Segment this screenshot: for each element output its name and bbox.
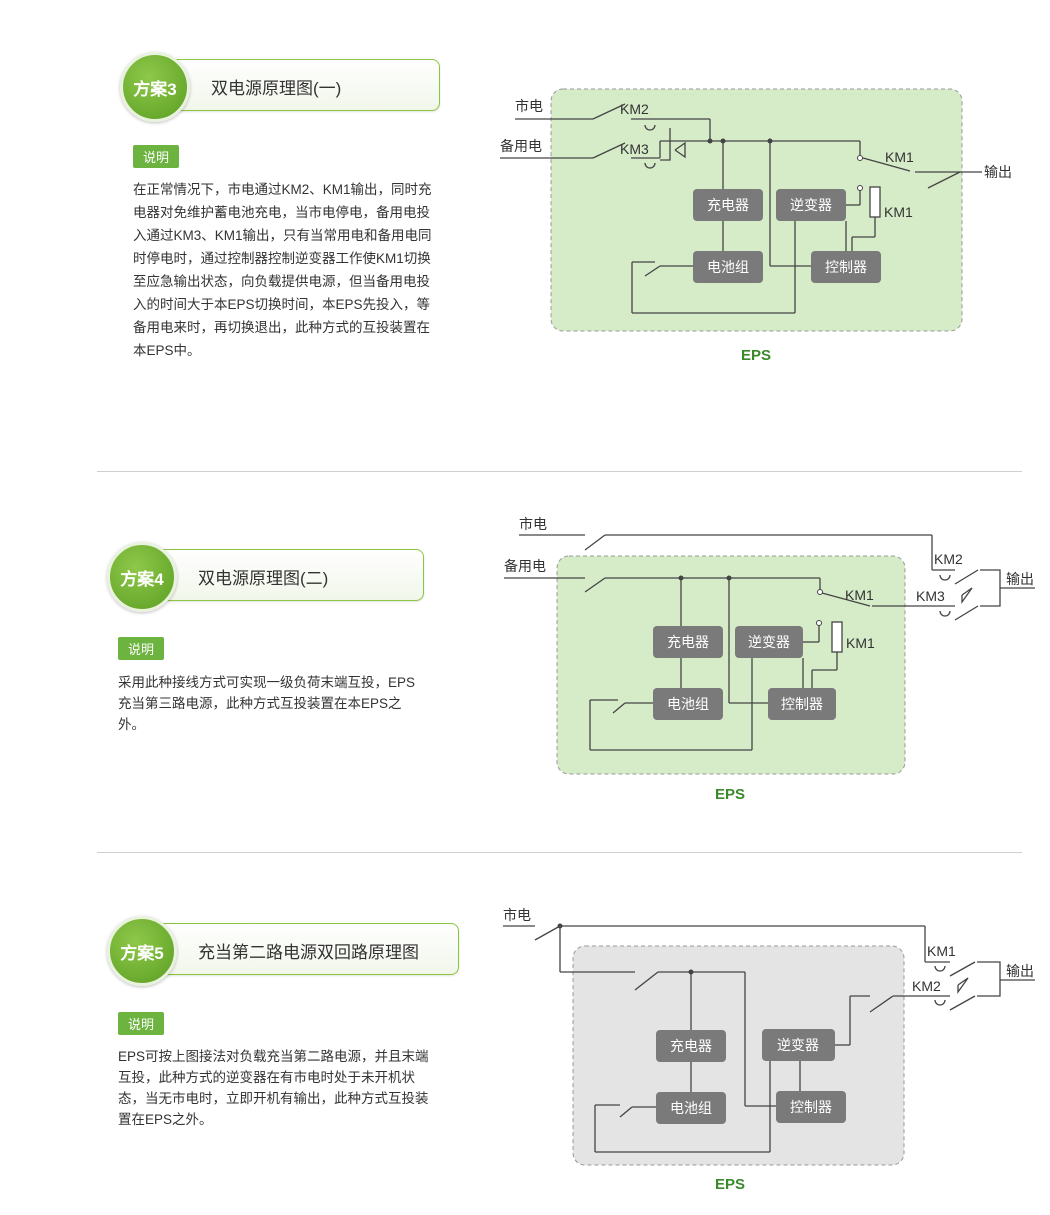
inverter-label: 逆变器 xyxy=(790,197,832,213)
header-box: 充当第二路电源双回路原理图 xyxy=(137,923,459,975)
controller-label: 控制器 xyxy=(825,259,867,275)
inverter-box xyxy=(735,626,803,658)
section-divider xyxy=(97,471,1022,472)
controller-label: 控制器 xyxy=(790,1099,832,1115)
label-km1-relay: KM1 xyxy=(846,635,875,651)
eps-label: EPS xyxy=(741,347,771,364)
controller-label: 控制器 xyxy=(781,696,823,712)
label-km2: KM2 xyxy=(912,978,941,994)
controller-box xyxy=(811,251,881,283)
plan-badge: 方案3 xyxy=(120,52,190,122)
section-title: 双电源原理图(一) xyxy=(211,79,342,98)
section-title: 双电源原理图(二) xyxy=(198,569,329,588)
eps-label: EPS xyxy=(715,1176,745,1193)
inverter-label: 逆变器 xyxy=(777,1037,819,1053)
header-box: 双电源原理图(一) xyxy=(150,59,440,111)
label-output: 输出 xyxy=(984,164,1012,180)
section-header-plan3: 双电源原理图(一) 方案3 xyxy=(120,52,450,122)
charger-label: 充电器 xyxy=(707,197,749,213)
note-tag: 说明 xyxy=(118,637,165,660)
note-tag: 说明 xyxy=(133,145,180,168)
label-output: 输出 xyxy=(1006,571,1034,587)
battery-box xyxy=(653,688,723,720)
label-km1: KM1 xyxy=(927,943,956,959)
label-km3: KM3 xyxy=(620,141,649,157)
plan-badge: 方案4 xyxy=(107,542,177,612)
description: 采用此种接线方式可实现一级负荷末端互投，EPS充当第三路电源，此种方式互投装置在… xyxy=(118,675,416,732)
inverter-box xyxy=(762,1029,835,1061)
charger-label: 充电器 xyxy=(667,634,709,650)
label-mains: 市电 xyxy=(515,98,543,114)
label-km3: KM3 xyxy=(916,588,945,604)
eps-label: EPS xyxy=(715,786,745,803)
label-km1-relay: KM1 xyxy=(884,204,913,220)
section-header-plan4: 双电源原理图(二) 方案4 xyxy=(107,542,437,612)
controller-box xyxy=(776,1091,846,1123)
battery-label: 电池组 xyxy=(707,259,749,275)
inverter-label: 逆变器 xyxy=(748,634,790,650)
section-header-plan5: 充当第二路电源双回路原理图 方案5 xyxy=(107,916,467,986)
inverter-box xyxy=(776,189,846,221)
diagram-plan4: 市电 备用电 KM1 KM2 KM3 KM1 输出 充电器 逆变器 电池组 控制… xyxy=(504,516,1035,803)
note-tag: 说明 xyxy=(118,1012,165,1035)
eps-box xyxy=(572,945,905,1166)
label-mains: 市电 xyxy=(503,907,531,923)
description: EPS可按上图接法对负载充当第二路电源，并且末端互投，此种方式的逆变器在有市电时… xyxy=(118,1049,429,1127)
description: 在正常情况下，市电通过KM2、KM1输出，同时充电器对免维护蓄电池充电，当市电停… xyxy=(133,182,432,358)
battery-label: 电池组 xyxy=(667,696,709,712)
label-km1: KM1 xyxy=(885,149,914,165)
label-km2: KM2 xyxy=(934,551,963,567)
header-box: 双电源原理图(二) xyxy=(137,549,424,601)
battery-box xyxy=(656,1092,726,1124)
label-km1: KM1 xyxy=(845,587,874,603)
charger-box xyxy=(653,626,723,658)
label-backup: 备用电 xyxy=(500,138,542,154)
charger-box xyxy=(693,189,763,221)
label-mains: 市电 xyxy=(519,516,547,532)
battery-box xyxy=(693,251,763,283)
plan-badge: 方案5 xyxy=(107,916,177,986)
label-backup: 备用电 xyxy=(504,558,546,574)
charger-label: 充电器 xyxy=(670,1038,712,1054)
battery-label: 电池组 xyxy=(670,1100,712,1116)
section-title: 充当第二路电源双回路原理图 xyxy=(198,943,419,962)
charger-box xyxy=(656,1030,726,1062)
label-km2: KM2 xyxy=(620,101,649,117)
label-output: 输出 xyxy=(1006,963,1034,979)
controller-box xyxy=(768,688,836,720)
diagram-plan3: 市电 备用电 KM2 KM3 KM1 KM1 输出 充电器 逆变器 电池组 控制… xyxy=(500,88,1012,364)
section-divider xyxy=(97,852,1022,853)
